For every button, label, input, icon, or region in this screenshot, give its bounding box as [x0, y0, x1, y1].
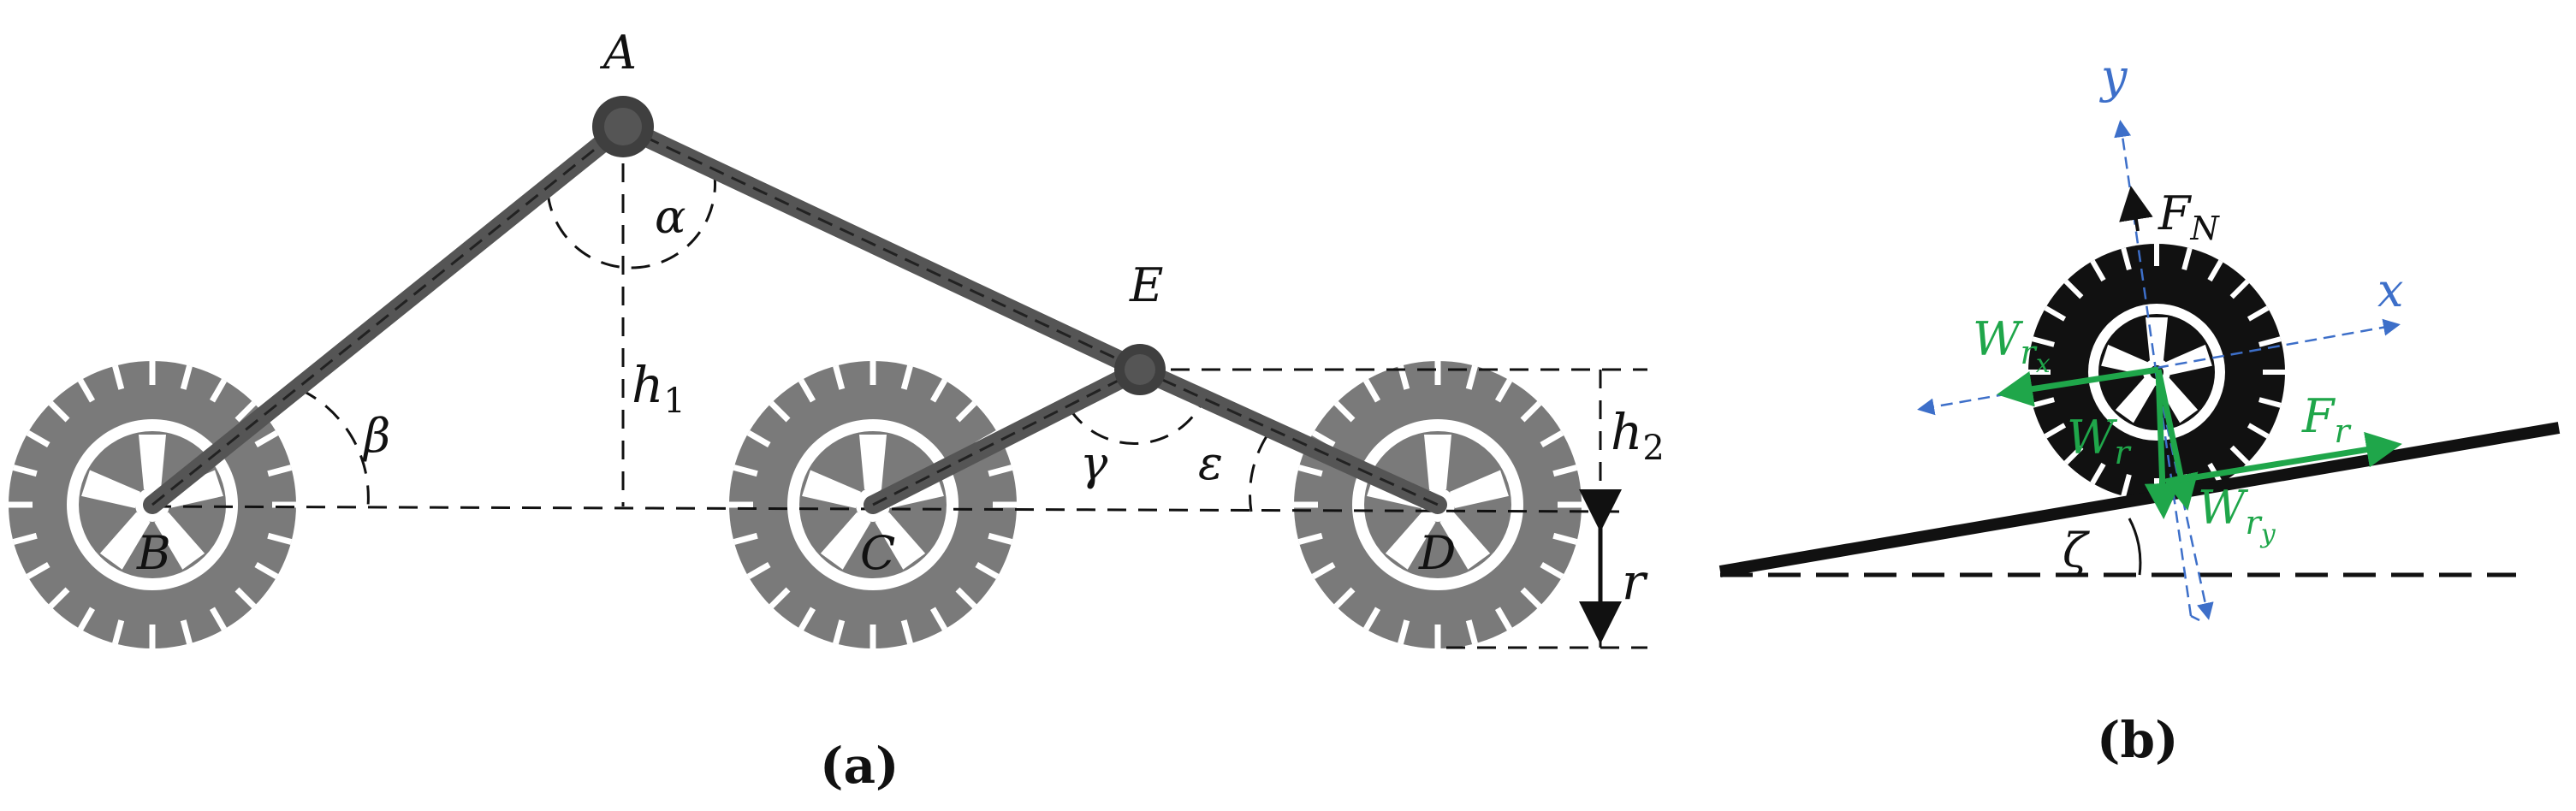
- label-wr: Wr: [2067, 411, 2133, 471]
- label-wry: Wry: [2198, 481, 2276, 549]
- slope-line: [1718, 422, 2561, 577]
- label-alpha: α: [655, 190, 686, 244]
- label-epsilon: ε: [1198, 436, 1223, 490]
- epsilon-arc: [1249, 435, 1268, 512]
- label-h1: h1: [632, 356, 686, 421]
- label-gamma: γ: [1080, 436, 1108, 490]
- wrx-arrow: [1997, 366, 2159, 407]
- label-a: A: [599, 26, 637, 80]
- link-ae: [614, 117, 1149, 379]
- label-c: C: [860, 526, 895, 580]
- wr-arrow: [2144, 369, 2181, 519]
- fr-arrow: [2173, 431, 2402, 484]
- label-x-axis: x: [2377, 263, 2403, 317]
- label-y-axis: y: [2099, 50, 2128, 104]
- zeta-arc: [2128, 518, 2142, 576]
- diagram-a: A B C D E α β γ ε h1 h2 r (a): [9, 26, 1665, 795]
- caption-b: (b): [2097, 711, 2178, 769]
- caption-a: (a): [820, 737, 899, 795]
- label-d: D: [1418, 526, 1456, 580]
- x-axis: [2156, 318, 2401, 370]
- label-h2: h2: [1611, 403, 1665, 468]
- beta-arc: [299, 388, 370, 507]
- alpha-arc: [546, 175, 716, 269]
- label-b: B: [136, 526, 171, 580]
- fn-arrow: [2119, 186, 2153, 232]
- label-fr: Fr: [2301, 389, 2352, 450]
- label-fn: FN: [2158, 186, 2220, 247]
- label-wrx: Wrx: [1973, 312, 2051, 379]
- diagram-b: y x FN Wrx Wr Wry Fr ζ (b): [1718, 50, 2561, 769]
- gamma-arc: [1068, 401, 1204, 445]
- label-e: E: [1129, 258, 1163, 312]
- label-beta: β: [362, 409, 390, 463]
- label-zeta: ζ: [2063, 524, 2090, 577]
- label-r: r: [1622, 553, 1648, 611]
